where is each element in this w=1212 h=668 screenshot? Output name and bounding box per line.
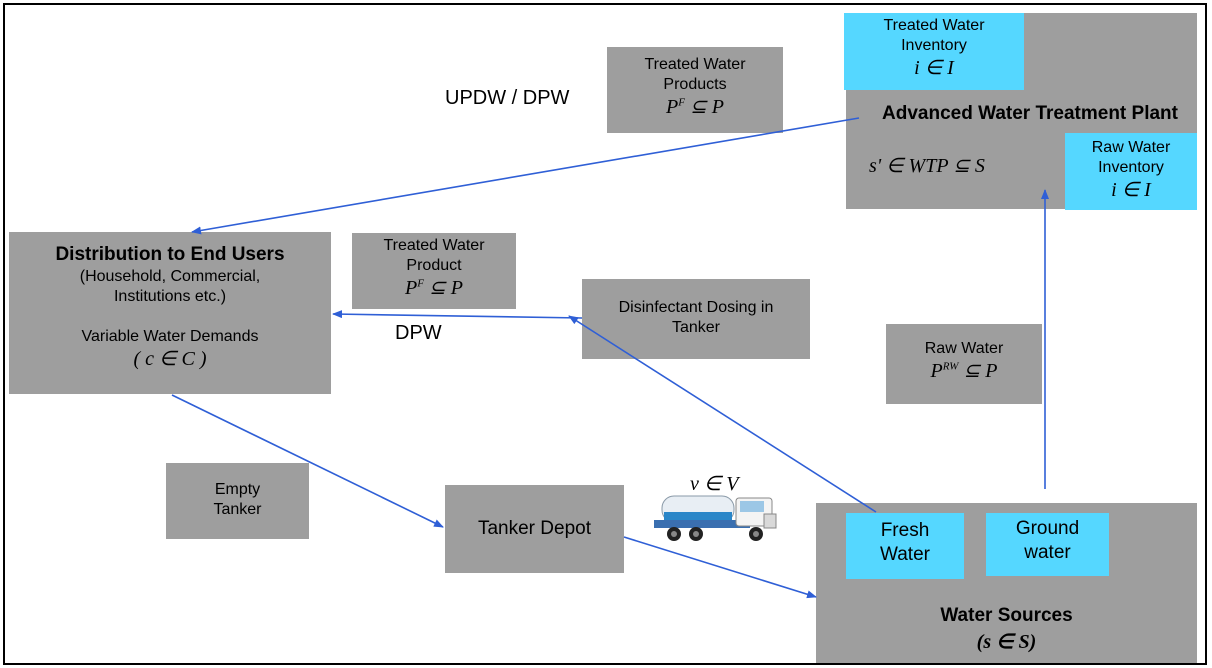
arrow-awtp-to-distribution	[191, 117, 860, 235]
tanker-depot-label: Tanker Depot	[477, 518, 591, 539]
empty-tanker-box	[166, 463, 309, 539]
treated-water-inventory-box	[844, 13, 1024, 90]
raw-water-label: Raw Water PRW ⊆ P	[924, 340, 1004, 382]
fresh-water-box	[846, 513, 964, 579]
tanker-depot-box	[445, 485, 624, 573]
disinfectant-dosing-label: Disinfectant Dosing in Tanker	[618, 299, 774, 336]
dpw-label: DPW	[395, 322, 442, 344]
ground-water-box	[986, 513, 1109, 576]
raw-water-inventory-label: Raw Water Inventory i ∈ I	[1091, 139, 1171, 201]
awtp-title: Advanced Water Treatment Plant	[882, 103, 1178, 124]
distribution-box	[9, 232, 331, 394]
distribution-label: Distribution to End Users (Household, Co…	[55, 244, 285, 370]
diagram-frame	[3, 3, 1207, 665]
treated-water-product-label: Treated Water Product PF ⊆ P	[383, 237, 485, 299]
arrow-fresh-water-to-dosing	[568, 315, 877, 513]
tanker-truck-icon	[654, 495, 777, 541]
disinfectant-dosing-box	[582, 279, 810, 359]
treated-water-inventory-label: Treated Water Inventory i ∈ I	[883, 17, 985, 79]
awtp-math: s' ∈ WTP ⊆ S	[869, 155, 985, 177]
raw-water-box	[886, 324, 1042, 404]
treated-water-products-label: Treated Water Products PF ⊆ P	[644, 56, 746, 118]
arrow-depot-to-sources	[623, 536, 817, 599]
arrow-distribution-to-depot	[171, 394, 444, 528]
vehicle-math: v ∈ V	[690, 473, 739, 495]
treated-water-product-box	[352, 233, 516, 309]
treated-water-products-box	[607, 47, 783, 133]
raw-water-inventory-box	[1065, 133, 1197, 210]
arrow-dosing-to-distribution	[332, 310, 583, 319]
water-sources-math: (s ∈ S)	[976, 631, 1037, 653]
ground-water-label: Ground water	[1015, 518, 1080, 563]
empty-tanker-label: Empty Tanker	[213, 481, 262, 518]
fresh-water-label: Fresh Water	[880, 520, 930, 565]
updw-dpw-label: UPDW / DPW	[445, 87, 570, 109]
water-sources-title: Water Sources	[940, 605, 1073, 626]
